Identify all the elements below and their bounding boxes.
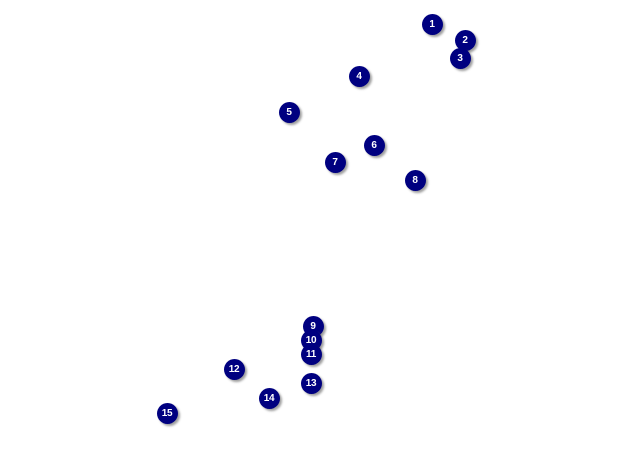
map-marker-7[interactable]: 7: [324, 151, 346, 173]
map-marker-13[interactable]: 13: [300, 372, 322, 394]
marker-label: 11: [306, 348, 316, 360]
map-marker-6[interactable]: 6: [363, 134, 385, 156]
map-marker-14[interactable]: 14: [258, 387, 280, 409]
map-marker-3[interactable]: 3: [449, 47, 471, 69]
marker-label: 6: [371, 139, 377, 151]
marker-label: 5: [286, 106, 292, 118]
marker-label: 10: [305, 334, 317, 346]
marker-label: 13: [305, 377, 317, 389]
marker-label: 9: [310, 320, 316, 332]
marker-label: 14: [263, 392, 275, 404]
map-marker-1[interactable]: 1: [421, 13, 443, 35]
map-marker-11[interactable]: 11: [300, 343, 322, 365]
marker-label: 2: [462, 34, 468, 46]
map-marker-15[interactable]: 15: [156, 402, 178, 424]
marker-label: 8: [412, 174, 418, 186]
map-marker-8[interactable]: 8: [404, 169, 426, 191]
map-marker-2[interactable]: 2: [454, 29, 476, 51]
map-marker-5[interactable]: 5: [278, 101, 300, 123]
marker-label: 12: [228, 363, 240, 375]
marker-label: 15: [161, 407, 173, 419]
marker-label: 7: [332, 156, 338, 168]
marker-label: 4: [356, 70, 362, 82]
marker-label: 1: [429, 18, 435, 30]
map-marker-12[interactable]: 12: [223, 358, 245, 380]
map-marker-4[interactable]: 4: [348, 65, 370, 87]
marker-label: 3: [457, 52, 463, 64]
